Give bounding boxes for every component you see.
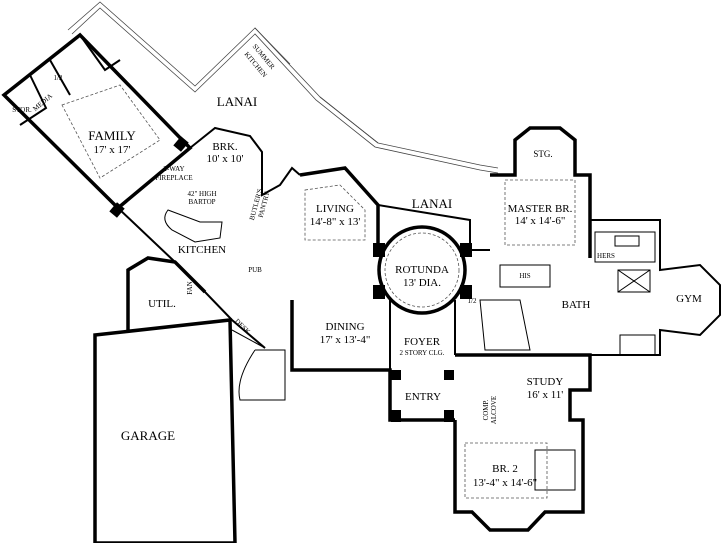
room-name-entry: ENTRY <box>405 391 441 403</box>
room-name-rotunda: ROTUNDA <box>395 264 449 276</box>
label-storage: STOR. <box>12 106 32 114</box>
room-name-lanai-mid: LANAI <box>412 196 452 211</box>
kitchen-island <box>164 209 223 243</box>
label-fireplace-2: FIREPLACE <box>155 174 192 182</box>
lanai-outline <box>67 1 499 174</box>
label-fireplace-1: 2-WAY <box>163 165 184 173</box>
room-dims-rotunda: 13' DIA. <box>403 277 441 289</box>
room-name-lanai-top: LANAI <box>217 94 257 109</box>
columns <box>373 243 472 422</box>
room-name-living: LIVING <box>316 203 354 215</box>
room-name-gym: GYM <box>676 293 702 305</box>
room-name-breakfast: BRK. <box>212 141 238 153</box>
label-bartop-2: BARTOP <box>188 198 215 206</box>
room-dims-master: 14' x 14'-6" <box>515 215 566 227</box>
bath-fixtures <box>499 231 656 491</box>
room-name-garage: GARAGE <box>121 428 175 443</box>
label-bartop-1: 42" HIGH <box>187 190 216 198</box>
room-dims-dining: 17' x 13'-4" <box>320 334 371 346</box>
room-dims-study: 16' x 11' <box>527 389 564 401</box>
label-comp-alcove-2: ALCOVE <box>490 396 498 424</box>
room-name-kitchen: KITCHEN <box>178 244 226 256</box>
room-name-master: MASTER BR. <box>508 203 573 215</box>
room-name-storage-top: STG. <box>533 149 552 159</box>
room-dims-bedroom2: 13'-4" x 14'-6" <box>473 477 537 489</box>
room-name-utility: UTIL. <box>148 298 176 310</box>
label-half-bath-family: 1/2 <box>54 74 63 82</box>
room-name-study: STUDY <box>527 376 564 388</box>
room-name-dining: DINING <box>325 321 364 333</box>
garage <box>93 318 266 543</box>
label-half-bath-hall: 1/2 <box>468 297 477 305</box>
house-walls <box>117 126 721 532</box>
ceiling-outlines <box>304 184 548 499</box>
label-fan: FAN <box>186 281 194 294</box>
label-comp-alcove-1: COMP. <box>482 399 490 420</box>
room-name-bath: BATH <box>562 299 591 311</box>
stairs <box>238 299 531 401</box>
label-pub: PUB <box>248 266 262 274</box>
utility-walls <box>126 256 207 330</box>
label-hers: HERS <box>597 252 615 260</box>
room-dims-breakfast: 10' x 10' <box>207 153 244 165</box>
room-name-bedroom2: BR. 2 <box>492 463 518 475</box>
room-name-foyer: FOYER <box>404 336 441 348</box>
room-name-family: FAMILY <box>88 128 136 143</box>
room-dims-family: 17' x 17' <box>94 144 131 156</box>
room-dims-living: 14'-8" x 13' <box>310 216 361 228</box>
label-his: HIS <box>519 272 530 280</box>
room-dims-foyer: 2 STORY CLG. <box>400 349 445 357</box>
